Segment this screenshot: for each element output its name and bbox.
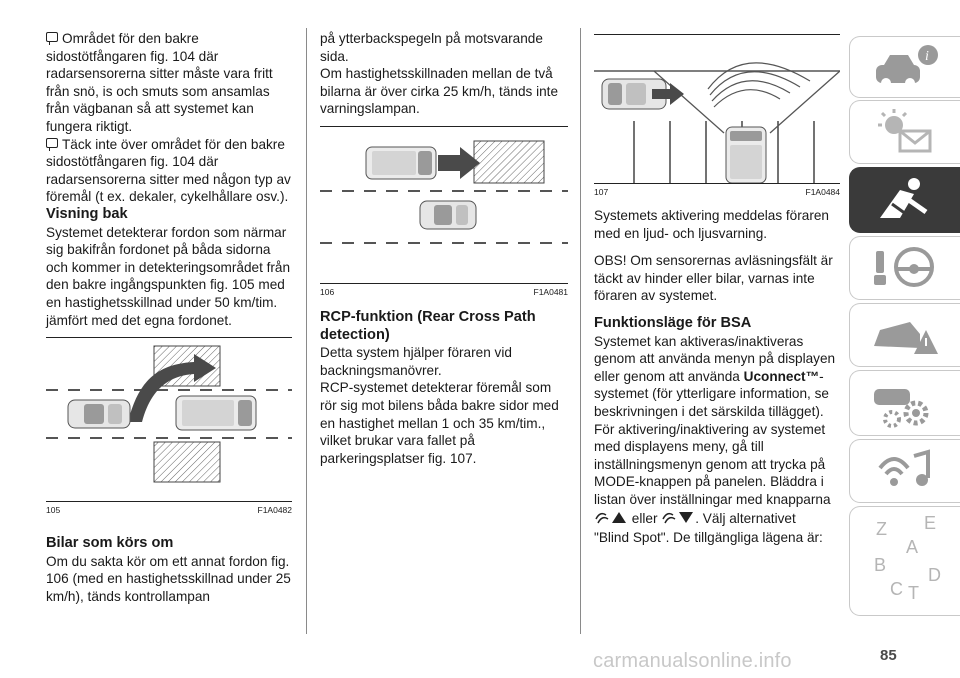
paragraph: på ytterbackspegeln på motsvarande sida. xyxy=(320,31,543,64)
tab-car-info[interactable]: i xyxy=(849,36,960,98)
figure-caption: 106 F1A0481 xyxy=(320,286,568,297)
index-icon: Z E A B C T D xyxy=(874,513,941,603)
starting-driving-icon xyxy=(874,247,934,287)
van-icon xyxy=(365,146,437,180)
index-letter: E xyxy=(924,513,936,533)
column-3: 107 F1A0484 Systemets aktivering meddela… xyxy=(594,30,840,547)
tab-starting-driving[interactable] xyxy=(849,236,960,300)
car-icon xyxy=(67,399,131,429)
tab-maintenance[interactable] xyxy=(849,370,960,436)
safety-icon xyxy=(880,178,928,226)
warning-lights-icon xyxy=(878,109,932,153)
figure-caption: 107 F1A0484 xyxy=(594,187,840,197)
slow-overtake-diagram xyxy=(320,140,568,244)
paragraph: Om hastighetsskillnaden mellan de två bi… xyxy=(320,66,559,117)
svg-text:i: i xyxy=(925,49,929,64)
tab-emergency[interactable] xyxy=(849,303,960,367)
paragraph: Systemets aktivering meddelas föraren me… xyxy=(594,208,829,241)
paragraph: Täck inte över området för den bakre sid… xyxy=(46,136,291,205)
figure-top-rule xyxy=(594,34,840,35)
note-square-icon xyxy=(46,32,58,45)
paragraph: OBS! Om sensorernas avläsningsfält är tä… xyxy=(594,253,833,304)
figure-106 xyxy=(320,127,568,284)
tab-warning-lights[interactable] xyxy=(849,100,960,164)
column-divider-1 xyxy=(306,28,307,634)
column-divider-2 xyxy=(580,28,581,634)
tab-safety[interactable] xyxy=(849,167,960,233)
column-1: Området för den bakre sidostötfångaren f… xyxy=(46,30,292,605)
scroll-up-button-icon xyxy=(594,509,628,530)
section-heading: Funktionsläge för BSA xyxy=(594,314,752,331)
car-info-icon: i xyxy=(876,45,938,88)
emergency-icon xyxy=(874,322,938,354)
paragraph: Systemet kan aktiveras/inaktiveras genom… xyxy=(594,333,836,419)
watermark: carmanualsonline.info xyxy=(593,650,792,672)
car-icon xyxy=(419,200,477,230)
note-square-icon xyxy=(46,137,58,151)
index-letter: B xyxy=(874,555,886,575)
van-icon xyxy=(725,126,767,183)
index-letter: A xyxy=(906,537,918,557)
column-2: på ytterbackspegeln på motsvarande sida.… xyxy=(320,30,568,467)
scroll-down-button-icon xyxy=(661,509,695,530)
section-heading: Bilar som körs om xyxy=(46,535,174,552)
index-letter: T xyxy=(908,583,919,603)
figure-caption: 105 F1A0482 xyxy=(46,505,292,516)
figure-top-rule xyxy=(320,125,568,127)
index-letter: Z xyxy=(876,519,887,539)
maintenance-icon xyxy=(874,389,929,428)
rear-cross-path-diagram xyxy=(594,62,840,183)
paragraph: "Blind Spot". De tillgängliga lägena är: xyxy=(594,530,823,546)
index-letter: C xyxy=(890,579,903,599)
section-heading: Visning bak xyxy=(46,205,128,222)
multimedia-icon xyxy=(878,449,930,486)
overtaking-diagram xyxy=(46,345,292,483)
paragraph: Området för den bakre sidostötfångaren f… xyxy=(46,31,273,134)
tab-index[interactable]: Z E A B C T D xyxy=(849,506,960,616)
figure-top-rule xyxy=(46,337,292,339)
paragraph: Systemet detekterar fordon som närmar si… xyxy=(46,224,291,328)
van-icon xyxy=(175,395,257,431)
tab-multimedia[interactable] xyxy=(849,439,960,503)
section-heading: RCP-funktion (Rear Cross Path detection) xyxy=(320,308,536,343)
paragraph: Detta system hjälper föraren vid backnin… xyxy=(320,345,512,378)
index-letter: D xyxy=(928,565,941,585)
paragraph: RCP-systemet detekterar föremål som rör … xyxy=(320,380,559,466)
paragraph: Om du sakta kör om ett annat fordon fig.… xyxy=(46,553,291,604)
figure-107 xyxy=(594,35,840,184)
figure-105 xyxy=(46,338,292,503)
paragraph: För aktivering/inaktivering av systemet … xyxy=(594,421,840,530)
page-number: 85 xyxy=(880,647,897,664)
